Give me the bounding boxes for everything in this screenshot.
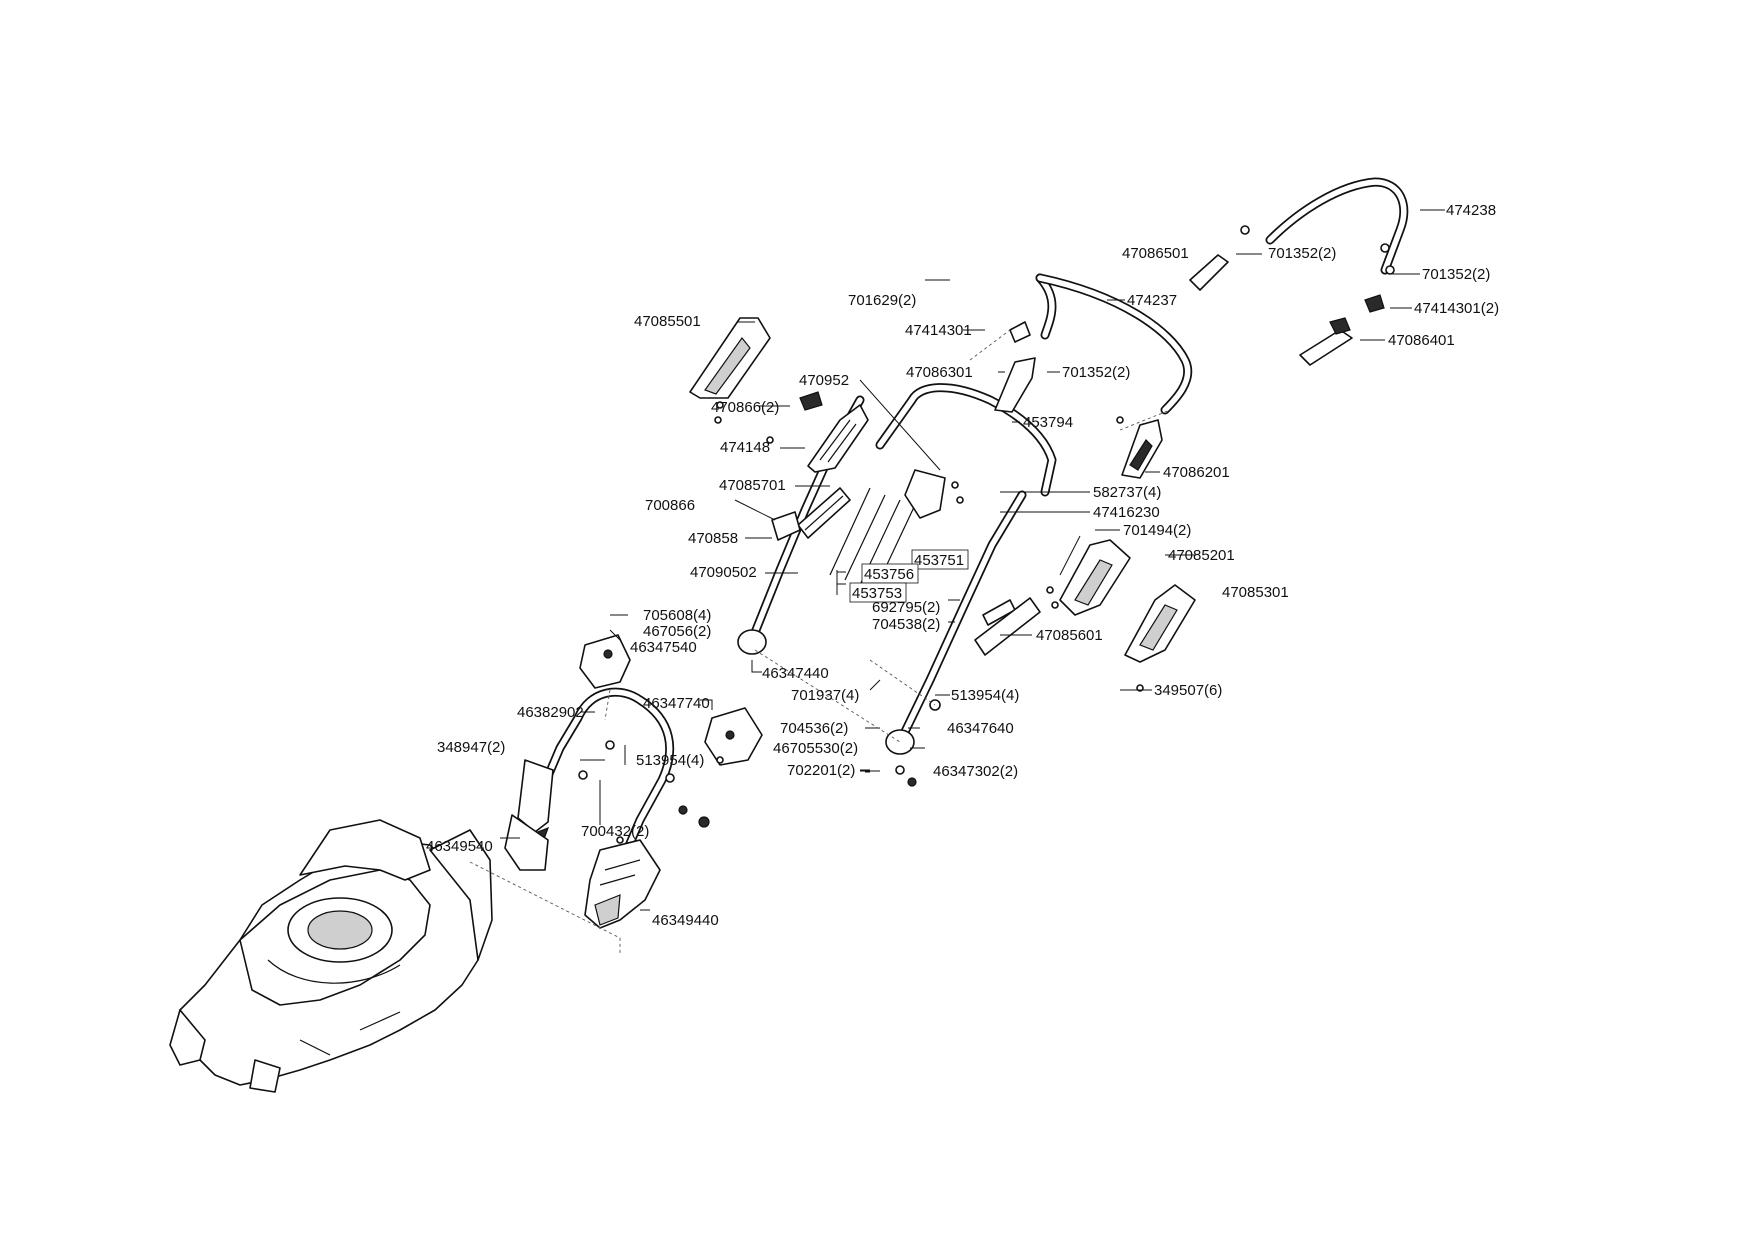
label-474148: 474148 [720,439,770,456]
label-467056: 467056(2) [643,623,711,640]
label-47085301: 47085301 [1222,584,1289,601]
label-47416230: 47416230 [1093,504,1160,521]
label-46347302: 46347302(2) [933,763,1018,780]
label-470866: 470866(2) [711,399,779,416]
lever-474148 [807,404,869,473]
label-453794: 453794 [1023,414,1073,431]
lever-47086201 [1121,419,1163,479]
knob-470858 [771,511,801,541]
clip-47414301 [1009,321,1031,343]
lower-handle-frame [504,687,675,871]
box-453753 [849,582,907,603]
label-470952: 470952 [799,372,849,389]
label-513954-b: 513954(4) [636,752,704,769]
label-701352-b: 701352(2) [1422,266,1490,283]
label-46347640: 46347640 [947,720,1014,737]
label-47085201: 47085201 [1168,547,1235,564]
hand-cover-47085301 [1124,584,1196,663]
clip-47414301-2 [1364,294,1385,313]
label-513954-a: 513954(4) [951,687,1019,704]
label-474238: 474238 [1446,202,1496,219]
label-47414301-2: 47414301(2) [1414,300,1499,317]
leader-lines [500,209,1445,911]
label-701352-a: 701352(2) [1268,245,1336,262]
label-704536: 704536(2) [780,720,848,737]
label-47085501: 47085501 [634,313,701,330]
label-453756: 453756 [864,566,914,583]
handle-cover-47085501 [689,317,771,399]
label-702201: 702201(2) [787,762,855,779]
bail-474237 [1035,273,1193,415]
label-348947: 348947(2) [437,739,505,756]
label-46347740: 46347740 [643,695,710,712]
label-46382902: 46382902 [517,704,584,721]
label-474237: 474237 [1127,292,1177,309]
label-47086201: 47086201 [1163,464,1230,481]
label-700866: 700866 [645,497,695,514]
label-704538: 704538(2) [872,616,940,633]
label-470858: 470858 [688,530,738,547]
lever-47086401 [1299,317,1353,366]
hand-cover-47085201 [1059,539,1131,616]
label-453751: 453751 [914,552,964,569]
lever-47086301 [994,357,1036,413]
mower-deck [169,819,493,1093]
label-701352-c: 701352(2) [1062,364,1130,381]
pivot-block-46347740 [704,707,763,766]
label-47086501: 47086501 [1122,245,1189,262]
label-453753: 453753 [852,585,902,602]
label-701629: 701629(2) [848,292,916,309]
hardware [578,225,1395,844]
label-46349540: 46349540 [426,838,493,855]
dashed-guides [469,329,1171,955]
label-701494: 701494(2) [1123,522,1191,539]
label-46347540: 46347540 [630,639,697,656]
upper-handle-frame [875,383,1057,497]
label-46349440: 46349440 [652,912,719,929]
lever-47086501 [1189,254,1229,291]
label-692795: 692795(2) [872,599,940,616]
cap-470866 [799,391,823,411]
label-46705530: 46705530(2) [773,740,858,757]
pivot-block-46347540 [579,634,631,689]
label-700432: 700432(2) [581,823,649,840]
label-582737: 582737(4) [1093,484,1161,501]
bail-474238 [1265,177,1409,275]
label-705608: 705608(4) [643,607,711,624]
label-349507: 349507(6) [1154,682,1222,699]
lever-47085701 [797,487,851,539]
foam-grip [974,597,1041,656]
lower-bracket-right [584,839,661,929]
label-47090502: 47090502 [690,564,757,581]
bracket-470952 [904,469,946,519]
label-47086301: 47086301 [906,364,973,381]
box-453751 [911,549,969,570]
label-47085601: 47085601 [1036,627,1103,644]
callout-labels: 474238 47086501 701352(2) 701352(2) 4742… [426,202,1499,929]
label-701937: 701937(4) [791,687,859,704]
label-46347440: 46347440 [762,665,829,682]
label-47414301: 47414301 [905,322,972,339]
label-47086401: 47086401 [1388,332,1455,349]
label-47085701: 47085701 [719,477,786,494]
